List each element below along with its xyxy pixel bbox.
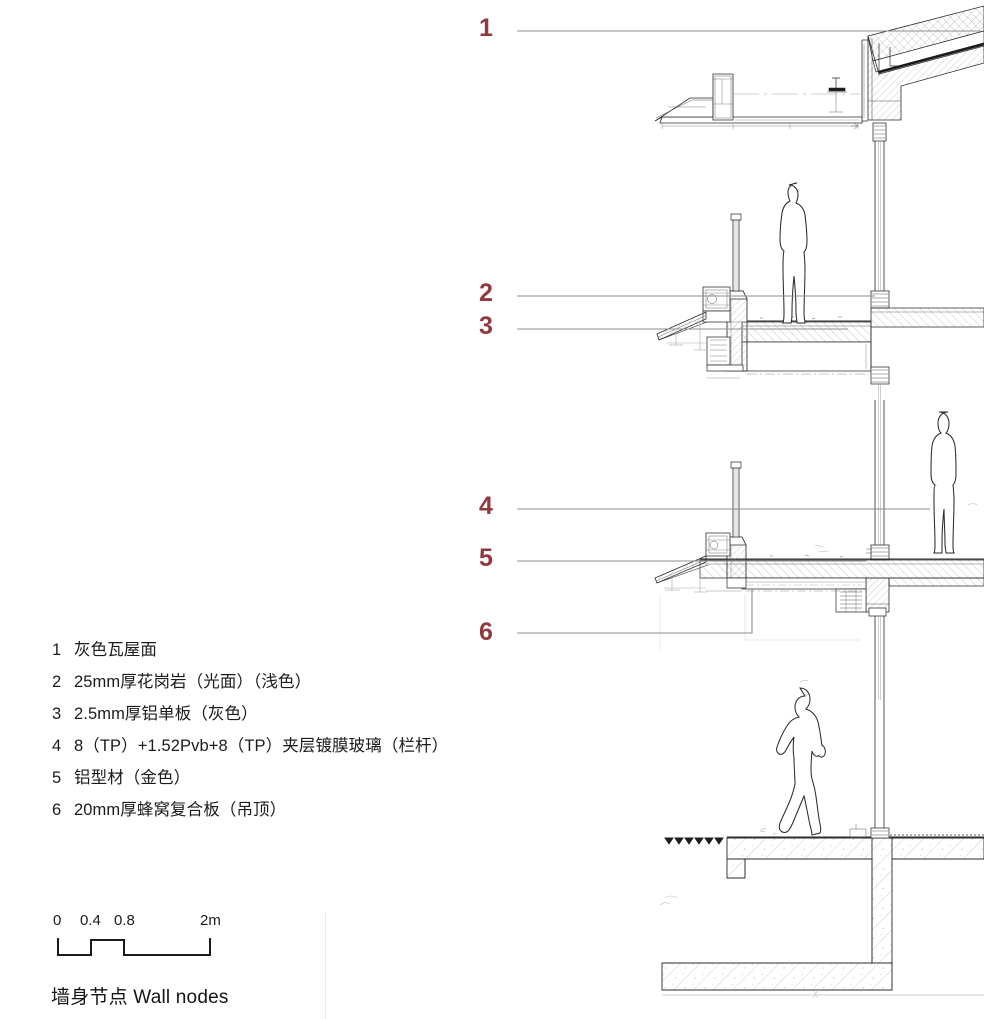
panel-divider [325, 912, 326, 1019]
legend-label: 铝型材（金色） [74, 769, 191, 787]
callout-number-3: 3 [479, 312, 493, 340]
legend-label: 灰色瓦屋面 [74, 641, 157, 659]
legend-number: 4 [52, 737, 62, 755]
legend-label: 2.5mm厚铝单板（灰色） [74, 705, 258, 723]
legend-number: 6 [52, 801, 62, 819]
legend-item: 1 灰色瓦屋面 [52, 634, 512, 666]
legend-number: 2 [52, 673, 62, 691]
scale-tick-labels: 0 0.4 0.8 2m [50, 912, 290, 934]
scale-bar-graphic [57, 938, 211, 956]
callout-number-1: 1 [479, 14, 493, 42]
scale-tick-04: 0.4 [80, 912, 101, 929]
legend-number: 3 [52, 705, 62, 723]
scale-bar: 0 0.4 0.8 2m [50, 912, 290, 972]
legend-item: 6 20mm厚蜂窝复合板（吊顶） [52, 794, 512, 826]
legend-item: 2 25mm厚花岗岩（光面）（浅色） [52, 666, 512, 698]
material-legend: 1 灰色瓦屋面 2 25mm厚花岗岩（光面）（浅色） 3 2.5mm厚铝单板（灰… [52, 634, 512, 826]
callout-number-4: 4 [479, 492, 493, 520]
legend-number: 5 [52, 769, 62, 787]
scale-tick-08: 0.8 [114, 912, 135, 929]
drawing-caption: 墙身节点 Wall nodes [51, 987, 229, 1008]
legend-label: 20mm厚蜂窝复合板（吊顶） [74, 801, 287, 819]
scale-tick-0: 0 [53, 912, 62, 929]
callout-number-5: 5 [479, 544, 493, 572]
leader-6 [517, 588, 753, 634]
legend-item: 3 2.5mm厚铝单板（灰色） [52, 698, 512, 730]
legend-item: 5 铝型材（金色） [52, 762, 512, 794]
legend-item: 4 8（TP）+1.52Pvb+8（TP）夹层镀膜玻璃（栏杆） [52, 730, 512, 762]
callout-number-2: 2 [479, 279, 493, 307]
scale-tick-2m: 2m [200, 912, 221, 929]
legend-label: 8（TP）+1.52Pvb+8（TP）夹层镀膜玻璃（栏杆） [74, 737, 449, 755]
callout-number-6: 6 [479, 618, 493, 646]
legend-number: 1 [52, 641, 62, 659]
legend-label: 25mm厚花岗岩（光面）（浅色） [74, 673, 312, 691]
